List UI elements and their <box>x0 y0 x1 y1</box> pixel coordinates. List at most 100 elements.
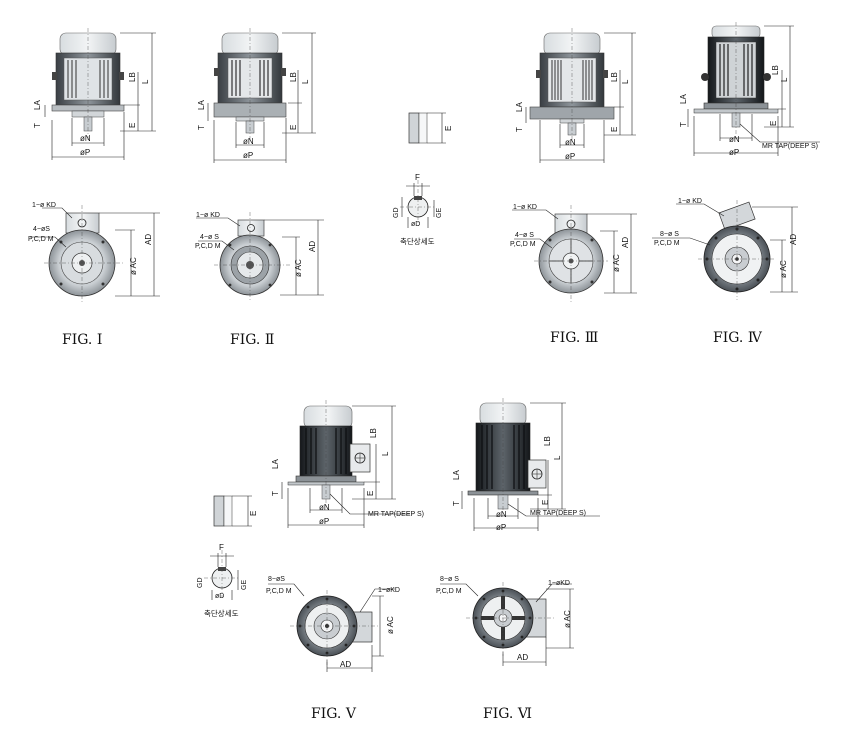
fig6-la: LA <box>452 470 461 480</box>
fig1-e: E <box>128 123 137 128</box>
fig3-ad: AD <box>621 237 630 248</box>
fig5-caption: FIG. Ⅴ <box>311 706 357 722</box>
fig3-side-view <box>525 28 636 163</box>
fig3-caption: FIG. Ⅲ <box>550 330 598 346</box>
fig5-lb: LB <box>369 428 378 438</box>
fig6-mr: MR TAP(DEEP S) <box>530 510 586 517</box>
fig1-p: øP <box>80 148 90 157</box>
fig1-la: LA <box>33 100 42 110</box>
fig4-front-view <box>652 200 798 300</box>
shaft2-f: F <box>219 543 224 552</box>
fig4-kd: 1−ø KD <box>678 198 702 205</box>
fig3-front-view <box>512 205 637 302</box>
fig6-side-view <box>461 398 600 531</box>
fig3-kd: 1−ø KD <box>513 204 537 211</box>
fig4-ad: AD <box>789 234 798 245</box>
fig5-p: øP <box>319 517 329 526</box>
fig3-lb: LB <box>610 72 619 82</box>
fig2-l: L <box>301 79 310 84</box>
fig6-t: T <box>452 501 461 506</box>
fig6-ac: ø AC <box>563 610 572 628</box>
fig1-ad: AD <box>144 234 153 245</box>
fig1-l: L <box>141 79 150 84</box>
fig1-lb: LB <box>128 72 137 82</box>
fig1-t: T <box>33 123 42 128</box>
fig1-ac: ø AC <box>129 257 138 275</box>
fig2-s: 4−ø S <box>200 234 219 241</box>
shaft1-ge: GE <box>436 208 443 218</box>
fig2-pcd: P,C,D M <box>195 243 221 250</box>
fig4-s: 8−ø S <box>660 231 679 238</box>
fig2-front-view <box>196 212 324 302</box>
fig4-pcd: P,C,D M <box>654 240 680 247</box>
fig1-kd: 1−ø KD <box>32 202 56 209</box>
fig5-ad: AD <box>340 660 351 669</box>
fig3-la: LA <box>515 102 524 112</box>
fig4-lb: LB <box>771 65 780 75</box>
fig3-p: øP <box>565 152 575 161</box>
fig4-la: LA <box>679 94 688 104</box>
fig3-n: øN <box>565 138 576 147</box>
fig6-kd: 1−øKD <box>548 580 570 587</box>
fig3-ac: ø AC <box>612 254 621 272</box>
fig5-pcd: P,C,D M <box>266 588 292 595</box>
fig6-p: øP <box>496 523 506 532</box>
fig4-t: T <box>679 122 688 127</box>
fig4-side-view <box>687 22 820 156</box>
fig5-la: LA <box>271 459 280 469</box>
fig6-n: øN <box>496 510 507 519</box>
fig5-ac: ø AC <box>386 616 395 634</box>
fig2-p: øP <box>243 151 253 160</box>
fig5-e: E <box>366 491 375 496</box>
shaft2-d: øD <box>215 593 224 600</box>
fig4-n: øN <box>729 135 740 144</box>
fig5-side-view <box>281 400 410 528</box>
fig3-s: 4−ø S <box>515 232 534 239</box>
fig6-s: 8−ø S <box>440 576 459 583</box>
fig1-side-view <box>44 28 156 160</box>
fig2-n: øN <box>243 137 254 146</box>
fig5-front-view <box>268 583 395 672</box>
fig3-t: T <box>515 127 524 132</box>
fig6-lb: LB <box>543 436 552 446</box>
fig6-front-view <box>440 582 574 666</box>
fig1-front-view <box>30 205 160 304</box>
shaft2-e: E <box>249 511 258 516</box>
fig4-ac: ø AC <box>779 260 788 278</box>
shaft1-caption: 축단상세도 <box>400 236 435 246</box>
fig3-e: E <box>610 127 619 132</box>
shaft2-caption: 축단상세도 <box>204 608 239 618</box>
shaft-detail-2 <box>204 495 252 600</box>
fig1-caption: FIG. Ⅰ <box>62 332 102 348</box>
fig2-ad: AD <box>308 241 317 252</box>
fig5-mr: MR TAP(DEEP S) <box>368 511 424 518</box>
shaft2-ge: GE <box>241 580 248 590</box>
fig2-lb: LB <box>289 72 298 82</box>
fig2-e: E <box>289 125 298 130</box>
fig5-n: øN <box>319 503 330 512</box>
fig1-s: 4−øS <box>33 226 50 233</box>
fig6-e: E <box>541 500 550 505</box>
shaft1-d: øD <box>411 221 420 228</box>
shaft1-e: E <box>444 126 453 131</box>
fig3-l: L <box>621 79 630 84</box>
fig2-la: LA <box>197 100 206 110</box>
fig1-n: øN <box>80 134 91 143</box>
fig5-t: T <box>271 491 280 496</box>
fig4-mr: MR TAP(DEEP S) <box>762 143 818 150</box>
fig4-e: E <box>769 121 778 126</box>
shaft-detail-1 <box>400 112 446 228</box>
shaft2-gd: GD <box>197 578 204 589</box>
fig5-l: L <box>381 451 390 456</box>
fig4-caption: FIG. Ⅳ <box>713 330 763 346</box>
fig6-pcd: P,C,D M <box>436 588 462 595</box>
fig2-t: T <box>197 125 206 130</box>
fig6-l: L <box>553 455 562 460</box>
fig5-s: 8−øS <box>268 576 285 583</box>
fig1-pcd: P,C,D M <box>28 236 54 243</box>
fig2-caption: FIG. Ⅱ <box>230 332 274 348</box>
fig2-side-view <box>207 28 316 163</box>
fig5-kd: 1−øKD <box>378 587 400 594</box>
